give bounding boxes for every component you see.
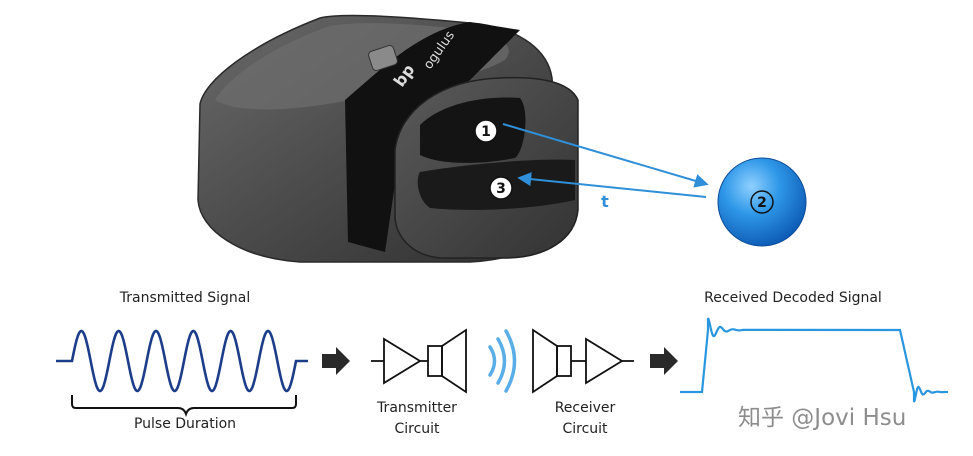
- pulse-duration-label: Pulse Duration: [133, 416, 237, 432]
- callout-emitter-number: 1: [481, 124, 491, 140]
- received-decoded-wave: [680, 317, 948, 403]
- transmitted-wave: [56, 329, 308, 393]
- transmitter-label-line1: Transmitter: [377, 400, 457, 416]
- sensor-device: bp ogulus 1 3: [197, 14, 579, 263]
- emit-arrow: [502, 123, 709, 188]
- flow-arrow-1: [322, 347, 350, 375]
- watermark-text: 知乎 @Jovi Hsu: [738, 405, 907, 431]
- flow-arrow-2: [650, 347, 678, 375]
- transmitter-circuit-symbol: [371, 328, 467, 394]
- wireless-waves-icon: [488, 329, 517, 393]
- receiver-label-line1: Receiver: [554, 400, 616, 416]
- callout-receiver-circle: [489, 176, 513, 200]
- callout-receiver-number: 3: [496, 181, 506, 197]
- callout-emitter-circle: [474, 119, 498, 143]
- pulse-duration-bracket: [71, 395, 297, 418]
- emitter-window: [420, 97, 526, 163]
- receiver-circuit-symbol: [532, 328, 634, 394]
- target-ball: [717, 157, 807, 247]
- callout-target-circle: [750, 190, 774, 214]
- time-of-flight-label: t: [601, 192, 609, 211]
- receiver-label-line2: Circuit: [562, 421, 608, 437]
- echo-arrow: [517, 172, 707, 198]
- callout-target-number: 2: [757, 195, 767, 211]
- transmitter-label-line2: Circuit: [394, 421, 440, 437]
- device-connector: [368, 45, 398, 71]
- transmitted-signal-title: Transmitted Signal: [119, 290, 251, 306]
- device-band: [345, 22, 520, 252]
- received-signal-title: Received Decoded Signal: [704, 290, 882, 306]
